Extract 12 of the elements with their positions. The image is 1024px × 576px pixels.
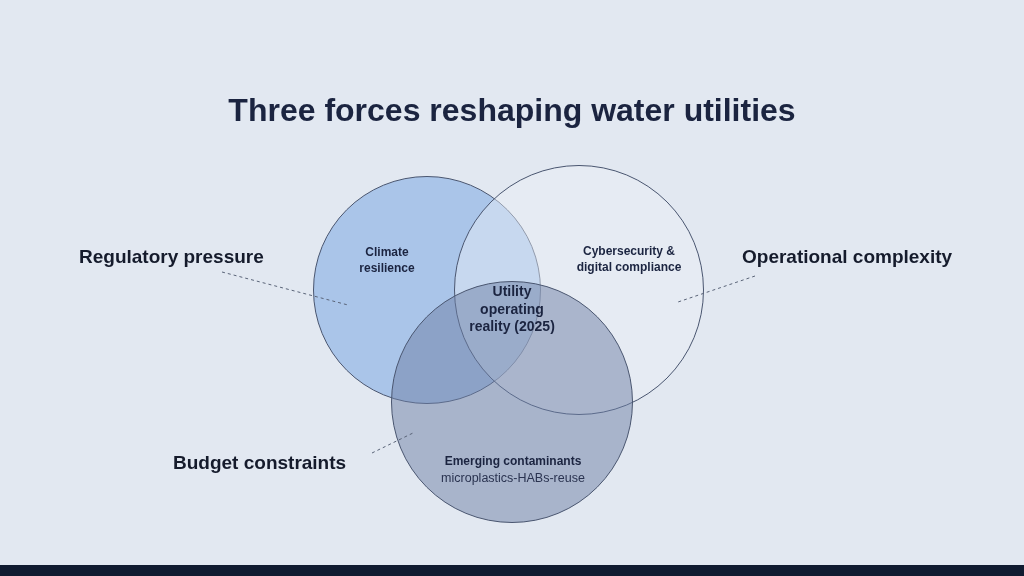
- center-label: Utility operating reality (2025): [468, 283, 556, 336]
- circle-label: Cybersecurity & digital compliance: [575, 244, 683, 276]
- callout-label: Operational complexity: [742, 246, 953, 268]
- circle-label: microplastics-HABs-reuse: [440, 471, 586, 485]
- leader-line: [221, 271, 349, 306]
- leader-line: [371, 432, 414, 454]
- callout-label: Regulatory pressure: [79, 246, 264, 268]
- title: Three forces reshaping water utilities: [228, 92, 796, 129]
- leader-line: [677, 275, 756, 303]
- callout-label: Budget constraints: [173, 452, 347, 474]
- circle-label: Climate resilience: [358, 245, 416, 277]
- circle-label: Emerging contaminants: [443, 454, 583, 470]
